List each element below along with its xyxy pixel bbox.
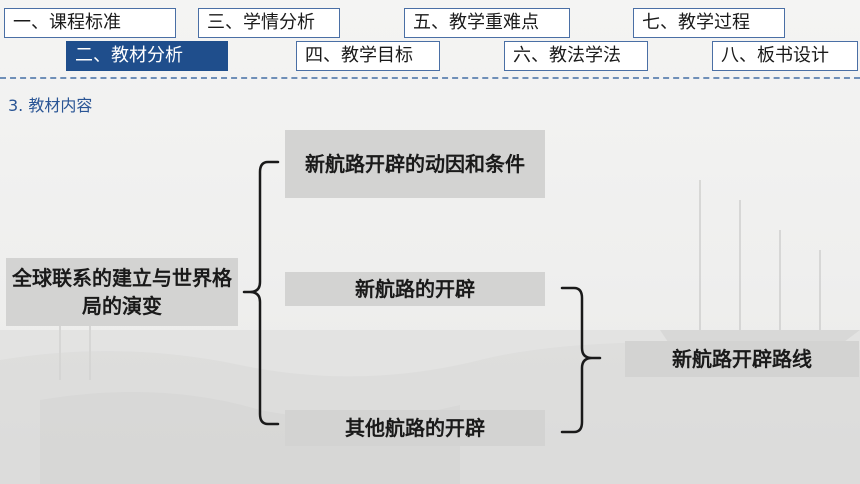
tab-textbook-analysis[interactable]: 二、教材分析: [66, 41, 228, 71]
tab-board-design[interactable]: 八、板书设计: [712, 41, 858, 71]
header-divider: [0, 77, 860, 79]
tab-learner-analysis[interactable]: 三、学情分析: [198, 8, 340, 38]
tab-curriculum-standard[interactable]: 一、课程标准: [4, 8, 176, 38]
tab-teaching-methods[interactable]: 六、教法学法: [504, 41, 648, 71]
leaf-route-paths-box: 新航路开辟路线: [625, 341, 859, 377]
section-title: 3. 教材内容: [8, 96, 93, 115]
branch-new-routes-box: 新航路的开辟: [285, 272, 545, 306]
branch-other-routes-box: 其他航路的开辟: [285, 410, 545, 446]
tab-teaching-process[interactable]: 七、教学过程: [633, 8, 785, 38]
branch-motives-conditions-box: 新航路开辟的动因和条件: [285, 130, 545, 198]
root-topic-box: 全球联系的建立与世界格局的演变: [6, 258, 238, 326]
tab-key-difficult-points[interactable]: 五、教学重难点: [404, 8, 570, 38]
tab-teaching-objectives[interactable]: 四、教学目标: [296, 41, 440, 71]
